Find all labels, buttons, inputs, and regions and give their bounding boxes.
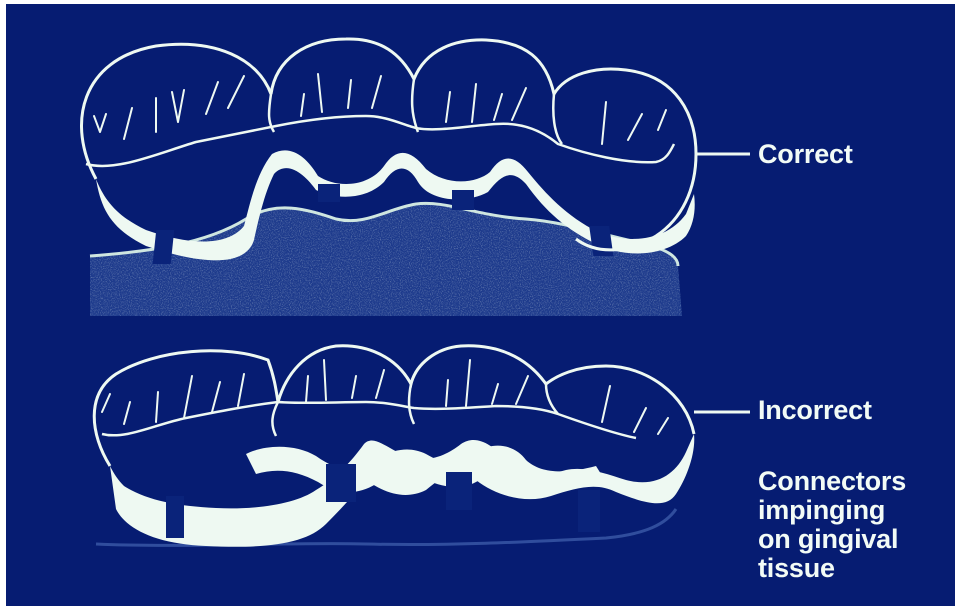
diagram-slide: Correct Incorrect Connectors impinging o… bbox=[6, 4, 955, 606]
note-line-2: impinging bbox=[758, 496, 948, 525]
note-line-1: Connectors bbox=[758, 467, 948, 496]
label-correct: Correct bbox=[758, 140, 853, 169]
note-line-3: on gingival bbox=[758, 525, 948, 554]
label-incorrect: Incorrect bbox=[758, 396, 872, 425]
occlusal-outline-incorrect bbox=[94, 346, 694, 466]
correct-bridge bbox=[82, 39, 750, 319]
note-line-4: tissue bbox=[758, 554, 948, 583]
label-connectors-note: Connectors impinging on gingival tissue bbox=[758, 467, 948, 583]
incorrect-bridge bbox=[94, 346, 750, 547]
